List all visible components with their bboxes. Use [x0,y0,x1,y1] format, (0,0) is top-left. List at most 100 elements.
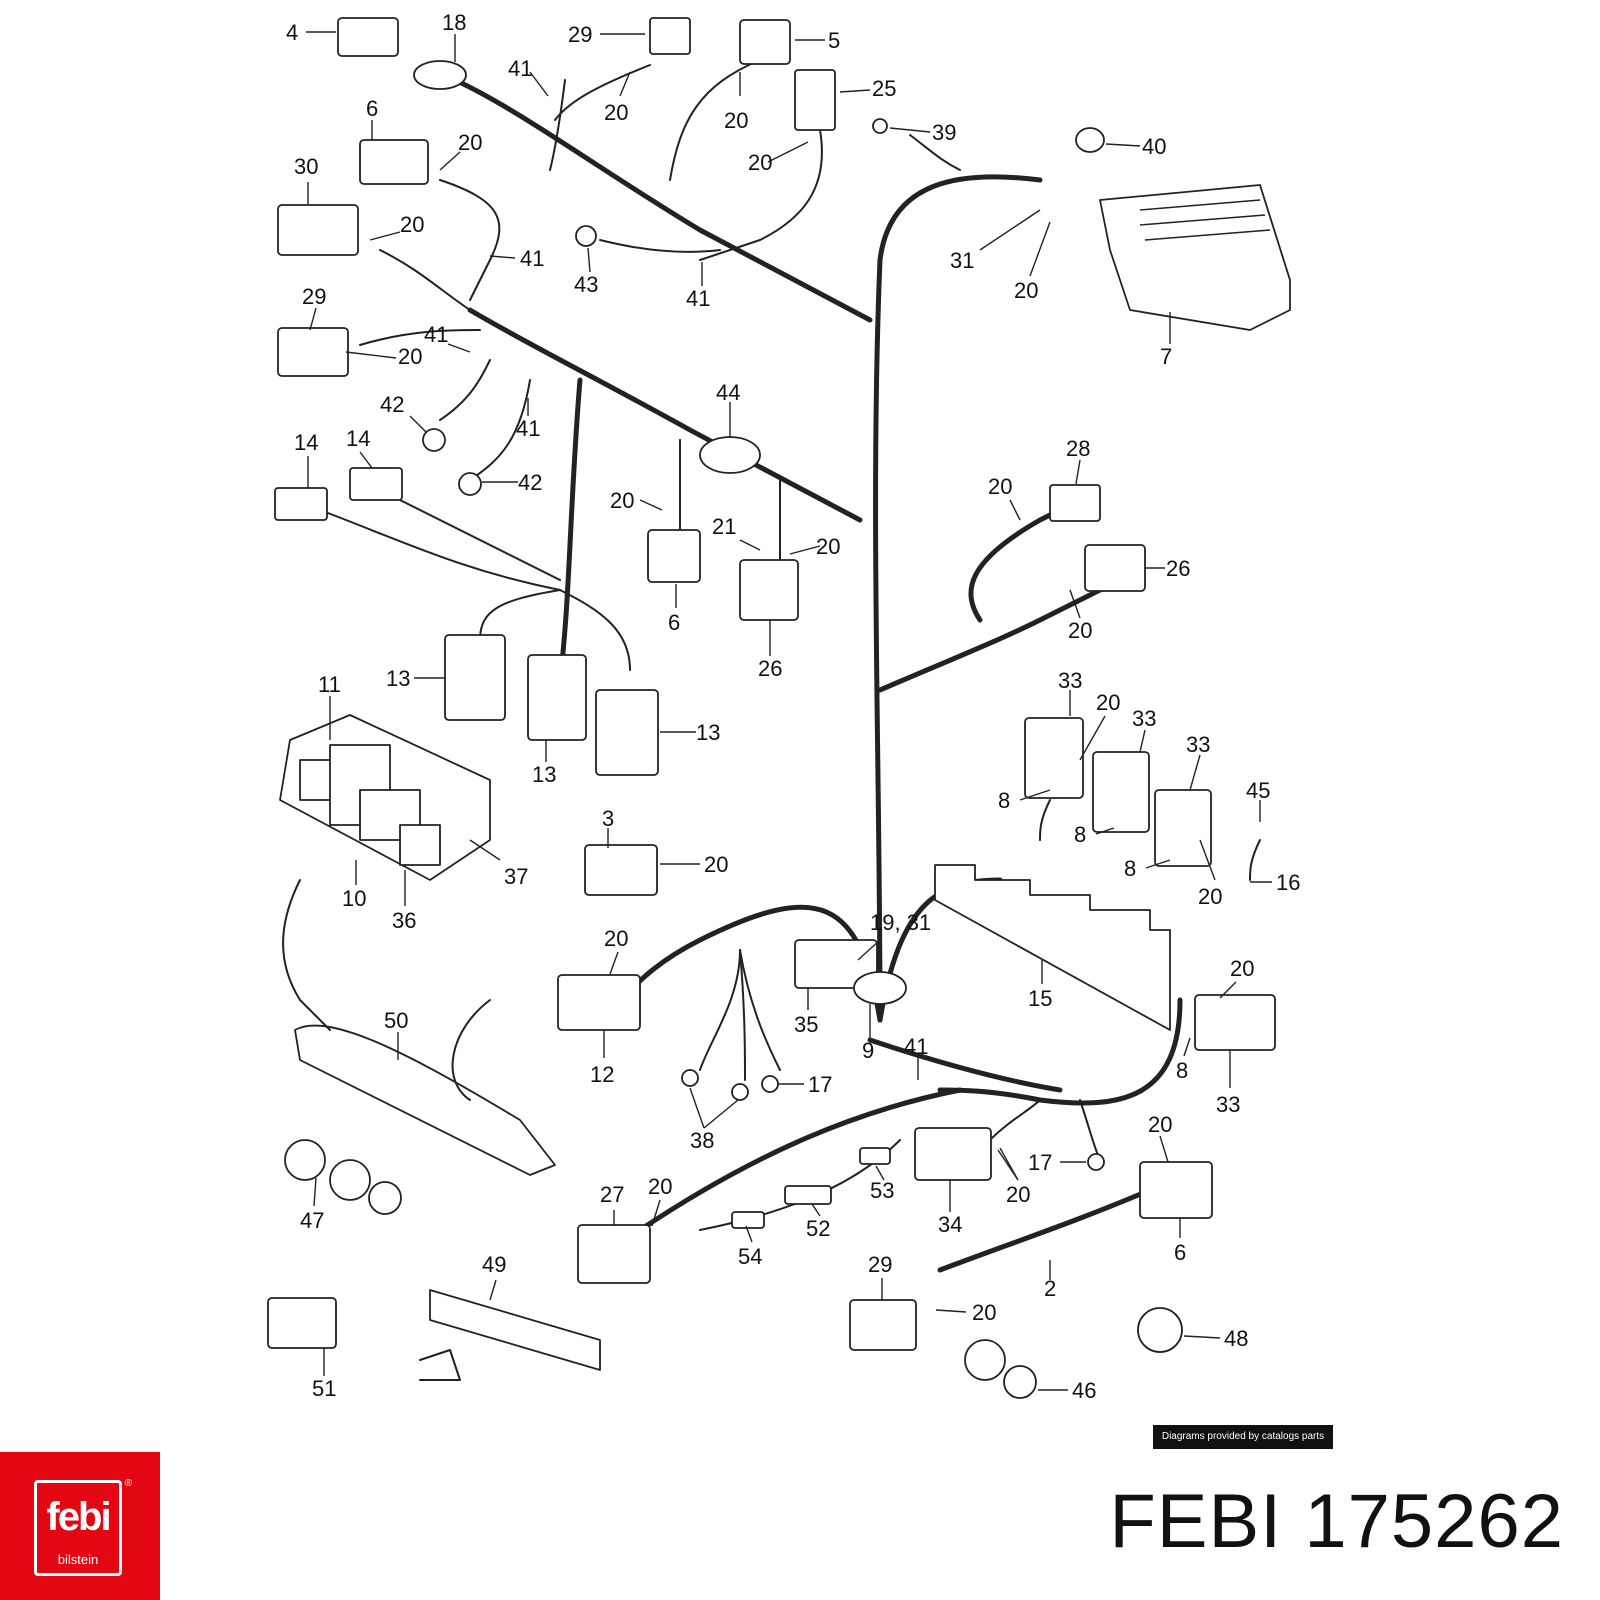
callout-labels: 4 18 29 5 41 20 20 25 39 40 6 20 30 20 4… [286,10,1300,1403]
callout: 12 [590,1062,614,1087]
callout: 9 [862,1038,874,1063]
callout: 39 [932,120,956,145]
callout: 49 [482,1252,506,1277]
callout: 13 [532,762,556,787]
callout: 29 [302,284,326,309]
callout: 20 [748,150,772,175]
callout: 51 [312,1376,336,1401]
callout: 16 [1276,870,1300,895]
callout: 52 [806,1216,830,1241]
callout: 20 [816,534,840,559]
callout: 41 [508,56,532,81]
callout: 36 [392,908,416,933]
callout: 33 [1216,1092,1240,1117]
callout: 20 [988,474,1012,499]
callout: 50 [384,1008,408,1033]
callout: 44 [716,380,740,405]
callout: 8 [1176,1058,1188,1083]
callout: 47 [300,1208,324,1233]
callout: 37 [504,864,528,889]
callout: 20 [1230,956,1254,981]
callout: 20 [398,344,422,369]
callout: 20 [1096,690,1120,715]
callout: 13 [386,666,410,691]
callout: 41 [686,286,710,311]
callout: 30 [294,154,318,179]
febi-bilstein-logo: febi bilstein ® [0,1452,160,1600]
callout: 20 [704,852,728,877]
callout: 10 [342,886,366,911]
callout: 20 [1148,1112,1172,1137]
callout: 20 [1014,278,1038,303]
callout: 45 [1246,778,1270,803]
callout: 33 [1132,706,1156,731]
callout: 8 [1124,856,1136,881]
callout: 18 [442,10,466,35]
callout: 29 [868,1252,892,1277]
callout: 19, 31 [870,910,931,935]
part-number-title: FEBI 175262 [1109,1479,1564,1564]
callout: 41 [424,322,448,347]
callout: 38 [690,1128,714,1153]
callout: 31 [950,248,974,273]
callout: 43 [574,272,598,297]
callout: 14 [346,426,370,451]
callout: 33 [1058,668,1082,693]
callout: 41 [904,1034,928,1059]
callout: 25 [872,76,896,101]
callout: 13 [696,720,720,745]
callout: 6 [366,96,378,121]
callout: 48 [1224,1326,1248,1351]
leader-lines [306,31,1272,1391]
callout: 7 [1160,344,1172,369]
callout: 6 [1174,1240,1186,1265]
callout: 20 [604,926,628,951]
callout: 2 [1044,1276,1056,1301]
callout: 35 [794,1012,818,1037]
branch-wires [319,59,1261,1231]
callout: 33 [1186,732,1210,757]
callout: 20 [972,1300,996,1325]
callout: 20 [1198,884,1222,909]
callout: 8 [998,788,1010,813]
callout: 21 [712,514,736,539]
logo-text: febi [46,1495,111,1539]
callout: 4 [286,20,298,45]
callout: 6 [668,610,680,635]
components [267,17,1291,1399]
callout: 20 [648,1174,672,1199]
callout: 5 [828,28,840,53]
callout: 8 [1074,822,1086,847]
logo-subtext: bilstein [57,1552,99,1567]
callout: 26 [1166,556,1190,581]
callout: 3 [602,806,614,831]
callout: 20 [400,212,424,237]
callout: 20 [604,100,628,125]
callout: 54 [738,1244,762,1269]
callout: 41 [516,416,540,441]
callout: 17 [1028,1150,1052,1175]
callout: 46 [1072,1378,1096,1403]
callout: 15 [1028,986,1052,1011]
callout: 11 [318,672,341,697]
callout: 42 [518,470,542,495]
callout: 28 [1066,436,1090,461]
callout: 26 [758,656,782,681]
callout: 17 [808,1072,832,1097]
callout: 20 [1068,618,1092,643]
callout: 20 [458,130,482,155]
callout: 20 [1006,1182,1030,1207]
diagram-credit-badge: Diagrams provided by catalogs parts [1153,1425,1333,1449]
callout: 20 [610,488,634,513]
callout: 40 [1142,134,1166,159]
callout: 53 [870,1178,894,1203]
callout: 41 [520,246,544,271]
callout: 34 [938,1212,962,1237]
callout: 29 [568,22,592,47]
registered-mark: ® [124,1478,132,1489]
logo-frame: febi bilstein [34,1480,122,1576]
callout: 42 [380,392,404,417]
callout: 14 [294,430,318,455]
callout: 20 [724,108,748,133]
